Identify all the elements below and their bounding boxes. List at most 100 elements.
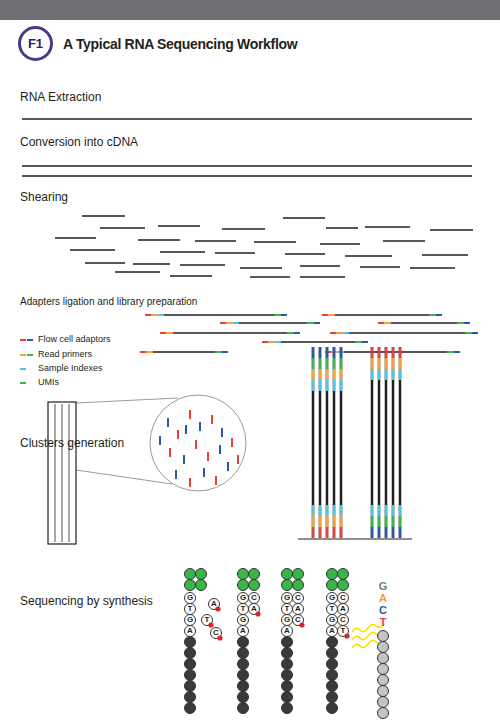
bound-oligo bbox=[211, 415, 213, 424]
incorporated-base bbox=[293, 593, 304, 604]
step-label: Conversion into cDNA bbox=[20, 136, 138, 148]
strand-segment bbox=[319, 369, 322, 380]
cdna-fragment bbox=[70, 249, 115, 251]
cluster-strand bbox=[340, 347, 343, 538]
read-primer bbox=[465, 332, 472, 334]
strand-segment bbox=[326, 505, 329, 516]
strand-segment bbox=[312, 347, 315, 358]
library-fragment bbox=[378, 322, 470, 324]
template-bead bbox=[238, 681, 249, 692]
template-base bbox=[282, 593, 293, 604]
base-letter: C bbox=[248, 592, 260, 604]
bound-oligo bbox=[203, 468, 205, 477]
primer-bead bbox=[196, 569, 207, 580]
strand-segment bbox=[340, 369, 343, 380]
strand-segment bbox=[399, 516, 402, 527]
template-bead bbox=[238, 648, 249, 659]
primer-bead bbox=[238, 580, 249, 591]
template-bead bbox=[327, 703, 338, 714]
incorporated-base bbox=[249, 593, 260, 604]
legend-sample bbox=[27, 339, 33, 341]
primer-bead bbox=[185, 580, 196, 591]
cdna-strand bbox=[22, 165, 472, 167]
strand-segment bbox=[326, 347, 329, 358]
read-bead bbox=[378, 675, 389, 686]
strand-segment bbox=[371, 358, 374, 369]
primer-bead bbox=[338, 569, 349, 580]
template-base bbox=[185, 615, 196, 626]
primer-bead bbox=[327, 569, 338, 580]
library-fragment bbox=[145, 314, 287, 316]
cdna-fragment bbox=[158, 225, 200, 227]
base-letter: A bbox=[184, 625, 196, 637]
base-letter: G bbox=[237, 592, 249, 604]
template-bead bbox=[282, 659, 293, 670]
cdna-fragment bbox=[430, 229, 473, 231]
strand-segment bbox=[333, 380, 336, 391]
read-primer bbox=[447, 351, 454, 353]
library-fragment bbox=[262, 341, 368, 343]
cdna-fragment bbox=[320, 243, 360, 245]
strand-segment bbox=[385, 527, 388, 538]
cdna-fragment bbox=[422, 254, 468, 256]
primer-bead bbox=[249, 569, 260, 580]
template-base bbox=[238, 593, 249, 604]
sample-index bbox=[275, 341, 281, 343]
read-bead bbox=[378, 653, 389, 664]
template-bead bbox=[238, 692, 249, 703]
bound-oligo bbox=[167, 418, 169, 427]
base-letter: A bbox=[326, 625, 338, 637]
base-letter: A bbox=[281, 625, 293, 637]
bound-oligo bbox=[215, 476, 217, 485]
template-bead bbox=[282, 692, 293, 703]
strand-segment bbox=[312, 516, 315, 527]
base-letter: G bbox=[184, 614, 196, 626]
strand-segment bbox=[340, 358, 343, 369]
strand-segment bbox=[312, 369, 315, 380]
bound-oligo bbox=[189, 410, 191, 419]
flow-cell-adaptor bbox=[220, 322, 226, 324]
cdna-fragment bbox=[285, 253, 325, 255]
template-base bbox=[238, 604, 249, 615]
bound-oligo bbox=[177, 430, 179, 439]
strand-segment bbox=[371, 505, 374, 516]
legend-sample bbox=[20, 354, 26, 356]
template-bead bbox=[238, 659, 249, 670]
primer-bead bbox=[293, 580, 304, 591]
strand-segment bbox=[319, 516, 322, 527]
primer-bead bbox=[185, 569, 196, 580]
read-primer bbox=[146, 351, 153, 353]
sample-index bbox=[158, 314, 164, 316]
read-primer bbox=[429, 314, 436, 316]
flow-cell-adaptor bbox=[262, 341, 268, 343]
read-primer bbox=[268, 341, 275, 343]
template-bead bbox=[185, 681, 196, 692]
primer-bead bbox=[196, 580, 207, 591]
strand-segment bbox=[371, 516, 374, 527]
bound-oligo bbox=[195, 440, 197, 449]
flow-cell-adaptor bbox=[378, 322, 384, 324]
flow-cell-adaptor bbox=[436, 314, 442, 316]
library-fragment bbox=[140, 351, 228, 353]
library-fragment bbox=[220, 322, 320, 324]
cluster-strand bbox=[319, 347, 322, 538]
bound-oligo bbox=[219, 445, 221, 454]
legend-text: UMIs bbox=[38, 378, 59, 387]
strand-segment bbox=[385, 516, 388, 527]
read-primer bbox=[151, 314, 158, 316]
cdna-fragment bbox=[283, 217, 325, 219]
read-primer bbox=[307, 322, 314, 324]
template-bead bbox=[282, 637, 293, 648]
cluster-strand bbox=[371, 347, 374, 538]
strand-segment bbox=[319, 380, 322, 391]
bound-oligo bbox=[159, 436, 161, 445]
strand-segment bbox=[392, 505, 395, 516]
cdna-fragment bbox=[383, 240, 425, 242]
zoom-line bbox=[76, 398, 178, 403]
incorporated-base bbox=[293, 604, 304, 615]
step-label: Adapters ligation and library preparatio… bbox=[20, 297, 197, 307]
flow-cell-adaptor bbox=[294, 332, 300, 334]
template-base bbox=[185, 604, 196, 615]
strand-segment bbox=[319, 505, 322, 516]
cdna-fragment bbox=[326, 227, 358, 229]
